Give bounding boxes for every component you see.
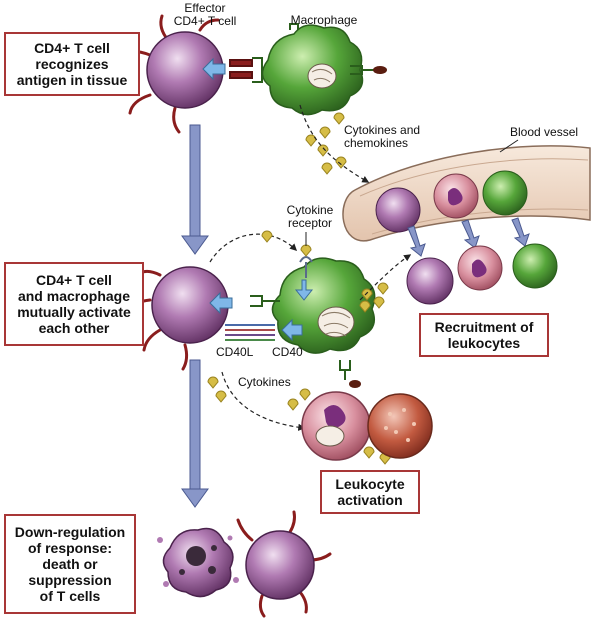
effector-tcell-label: Effector CD4+ T cell — [173, 1, 237, 28]
vessel-monocyte — [482, 170, 528, 216]
main-flow-arrow-1 — [181, 124, 209, 255]
cytokines-arrow — [221, 371, 306, 431]
step-3-box: Down-regulation of response: death or su… — [4, 514, 136, 614]
cytokines-chemokines-label: Cytokines and chemokines — [344, 123, 421, 150]
tcr-signal-arrow-mid — [209, 291, 233, 315]
macrophage-top-vacuole-contents — [311, 68, 333, 83]
tcr-mhc-complex-top — [229, 57, 263, 83]
activation-box: Leukocyte activation — [320, 470, 420, 514]
cytokines-label: Cytokines — [238, 375, 291, 389]
vessel-tcell — [375, 187, 421, 233]
step-2-box: CD4+ T cell and macrophage mutually acti… — [4, 262, 144, 346]
vessel-neutrophil-nucleus — [448, 188, 463, 206]
cd40-cd40l-link — [225, 324, 275, 341]
recruited-neutrophil-nucleus — [472, 259, 487, 278]
chemokine-flow-arrow — [299, 104, 370, 183]
cytokine-receptor — [299, 244, 313, 278]
macrophage-to-vessel-arrow — [359, 254, 412, 301]
tcell-to-macrophage-arrow — [209, 233, 298, 263]
recruit-arrow-3 — [511, 217, 530, 247]
tcr-signal-arrow-top — [202, 57, 226, 81]
cd40l-label: CD40L — [216, 345, 254, 359]
cytokine-receptor-arrow — [294, 279, 314, 301]
recruit-arrow-1 — [407, 225, 426, 257]
activated-macrophage — [271, 257, 376, 354]
blood-vessel-pointer — [499, 139, 519, 153]
recruit-arrow-2 — [461, 219, 480, 249]
macrophage-top-vacuole — [307, 63, 337, 89]
apoptotic-tcell — [157, 527, 239, 598]
cytokine-particle-loop — [261, 230, 273, 243]
recruitment-box: Recruitment of leukocytes — [419, 313, 549, 357]
recruited-tcell — [406, 257, 454, 305]
macrophage-top-receptors — [289, 23, 374, 75]
step-1-box: CD4+ T cell recognizes antigen in tissue — [4, 32, 140, 96]
suppressed-tcell — [245, 530, 315, 600]
cytokine-particles-mid — [359, 282, 389, 313]
blood-vessel-label: Blood vessel — [510, 125, 579, 139]
macrophage-mid-receptors — [250, 295, 351, 380]
macrophage-label: Macrophage — [290, 13, 358, 27]
activated-neutrophil-vacuole — [315, 425, 345, 447]
activated-neutrophil-nucleus — [324, 405, 346, 429]
cd40-label: CD40 — [272, 345, 303, 359]
suppressed-tcell-processes — [236, 510, 332, 618]
main-flow-arrow-2 — [181, 359, 209, 508]
granulocyte-granules — [384, 408, 416, 442]
macrophage-mid-ligand — [349, 380, 361, 388]
macrophage-signal-arrow — [281, 318, 303, 342]
cytokine-receptor-label: Cytokine receptor — [286, 203, 334, 230]
activated-granulocyte — [367, 393, 433, 459]
recruited-monocyte — [512, 243, 558, 289]
macrophage-mid-vacuole-contents — [321, 312, 351, 337]
macrophage-top-ligand — [373, 66, 387, 74]
chemokine-particles-top — [305, 112, 347, 175]
